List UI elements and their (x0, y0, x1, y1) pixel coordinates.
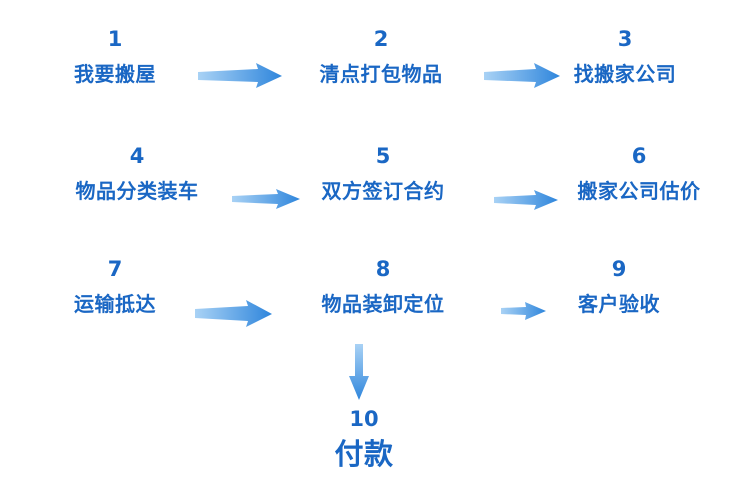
step-10-label: 付款 (334, 437, 394, 471)
step-9-label: 客户验收 (578, 292, 660, 316)
step-1: 1 我要搬屋 (58, 26, 172, 88)
step-2: 2 清点打包物品 (300, 26, 462, 88)
step-1-number: 1 (107, 27, 123, 51)
arrow-1-to-2 (198, 63, 282, 88)
step-6-number: 6 (631, 144, 647, 168)
step-2-number: 2 (373, 27, 389, 51)
step-3: 3 找搬家公司 (560, 26, 690, 88)
step-5-label: 双方签订合约 (321, 179, 445, 203)
step-4: 4 物品分类装车 (55, 143, 219, 205)
arrow-8-to-9 (501, 302, 546, 320)
step-10: 10 付款 (314, 406, 414, 472)
step-3-label: 找搬家公司 (573, 62, 677, 86)
step-1-label: 我要搬屋 (74, 62, 156, 86)
step-6-label: 搬家公司估价 (577, 179, 701, 203)
step-8-label: 物品装卸定位 (321, 292, 445, 316)
arrow-8-to-10 (349, 344, 369, 400)
step-4-number: 4 (129, 144, 145, 168)
arrow-4-to-5 (232, 189, 300, 209)
step-10-number: 10 (349, 407, 379, 431)
step-3-number: 3 (617, 27, 633, 51)
step-9-number: 9 (611, 257, 627, 281)
arrow-2-to-3 (484, 63, 560, 88)
step-5: 5 双方签订合约 (302, 143, 464, 205)
step-2-label: 清点打包物品 (319, 62, 443, 86)
step-8: 8 物品装卸定位 (300, 256, 466, 318)
step-7: 7 运输抵达 (58, 256, 172, 318)
step-7-number: 7 (107, 257, 123, 281)
arrow-7-to-8 (195, 300, 272, 327)
step-5-number: 5 (375, 144, 391, 168)
step-7-label: 运输抵达 (74, 292, 156, 316)
step-9: 9 客户验收 (562, 256, 676, 318)
step-6: 6 搬家公司估价 (558, 143, 720, 205)
arrow-5-to-6 (494, 190, 558, 210)
step-8-number: 8 (375, 257, 391, 281)
step-4-label: 物品分类装车 (75, 179, 199, 203)
